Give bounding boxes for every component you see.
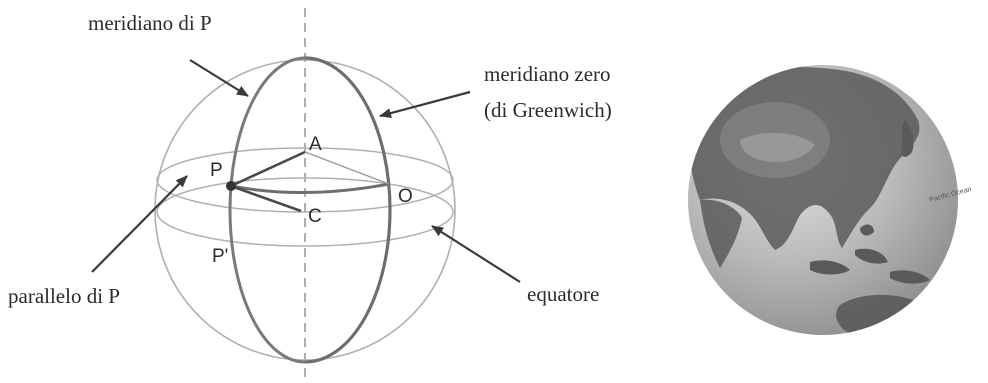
arrow-parallel-p <box>91 175 188 273</box>
parallel-arc-p-o <box>230 182 390 195</box>
label-meridian-zero-2: (di Greenwich) <box>484 98 612 122</box>
label-equator: equatore <box>527 282 599 306</box>
segment-p-c <box>230 184 302 213</box>
meridian-p-arc <box>228 56 306 364</box>
globe-highlight <box>720 102 830 178</box>
label-point-p: P <box>210 160 223 181</box>
landmass-plateau <box>740 132 815 162</box>
point-p-dot <box>226 181 236 191</box>
label-point-p-prime: P' <box>212 246 228 267</box>
segment-a-o <box>304 151 390 185</box>
meridian-zero-arc <box>304 56 392 364</box>
label-meridian-zero-1: meridiano zero <box>484 62 611 86</box>
arrow-equator <box>431 225 521 283</box>
landmass-australia <box>836 294 925 335</box>
label-meridian-p: meridiano di P <box>88 11 212 35</box>
parallel-circle <box>156 147 454 213</box>
landmass-japan <box>901 120 914 157</box>
sphere-outline <box>154 59 456 361</box>
landmass-asia <box>688 67 920 250</box>
label-point-a: A <box>309 134 322 155</box>
landmass-india <box>700 199 742 268</box>
arrow-meridian-zero <box>379 90 471 118</box>
globe-image: Pacific Ocean <box>688 65 972 335</box>
label-point-o: O <box>398 186 413 207</box>
label-point-c: C <box>308 206 322 227</box>
sphere-diagram: A P C O P' meridiano di P meridiano zero… <box>8 8 612 380</box>
segment-p-a <box>230 150 306 188</box>
landmass-sea-islands <box>810 224 930 284</box>
arrow-meridian-p <box>189 59 249 97</box>
equator-circle <box>156 177 454 247</box>
label-parallel-p: parallelo di P <box>8 284 120 308</box>
